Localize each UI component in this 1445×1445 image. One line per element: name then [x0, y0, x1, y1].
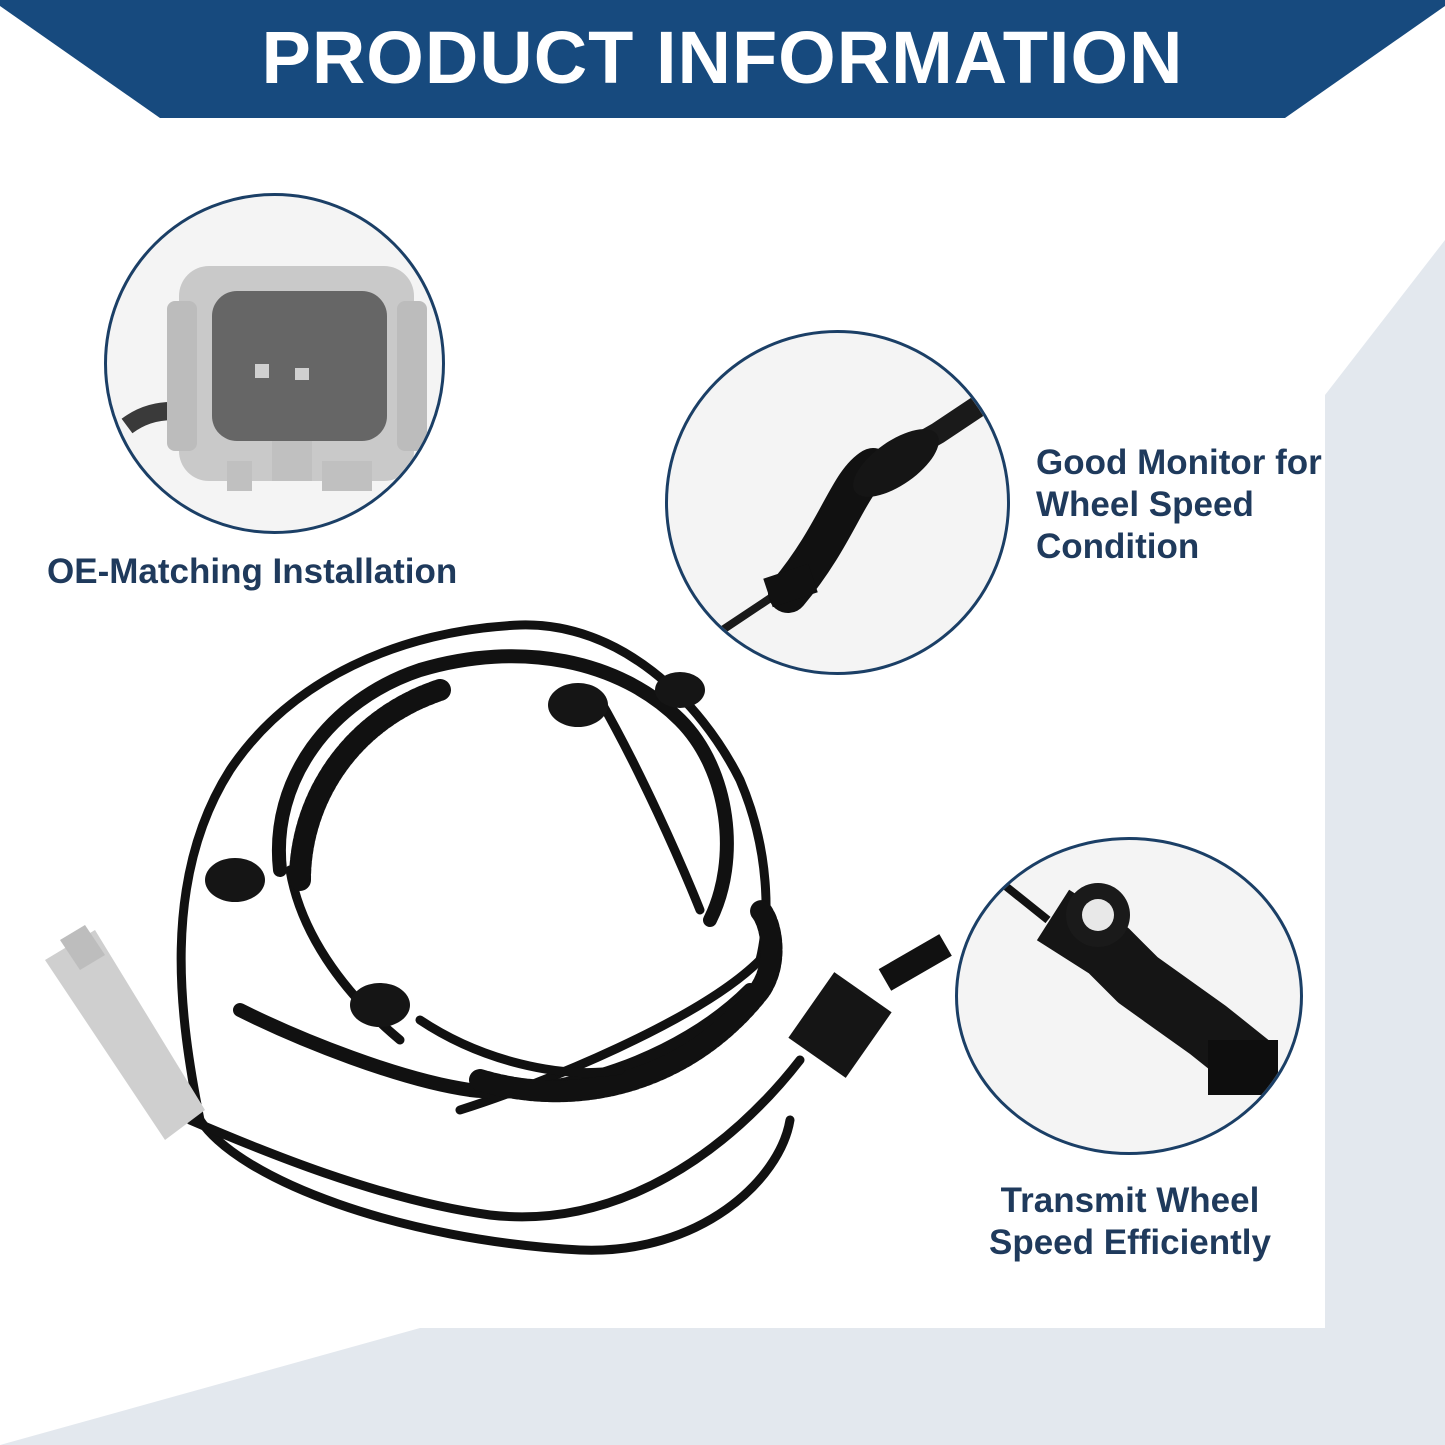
feature-caption-transmit: Transmit Wheel Speed Efficiently: [988, 1181, 1272, 1262]
header-banner: [0, 0, 1445, 118]
grommet-detail-circle: [665, 330, 1010, 675]
page-title: PRODUCT INFORMATION: [261, 16, 1184, 99]
sensor-detail-circle: [955, 837, 1303, 1155]
feature-caption-monitor: Good Monitor for Wheel Speed Condition: [1036, 443, 1322, 566]
connector-plug-icon: [121, 266, 427, 491]
abs-sensor-cable-image: [45, 620, 952, 1255]
feature-caption-installation: OE-Matching Installation: [47, 552, 458, 591]
cable-grommet-icon: [715, 383, 1005, 637]
sensor-head-icon: [995, 876, 1278, 1095]
connector-detail-circle: [104, 193, 445, 534]
